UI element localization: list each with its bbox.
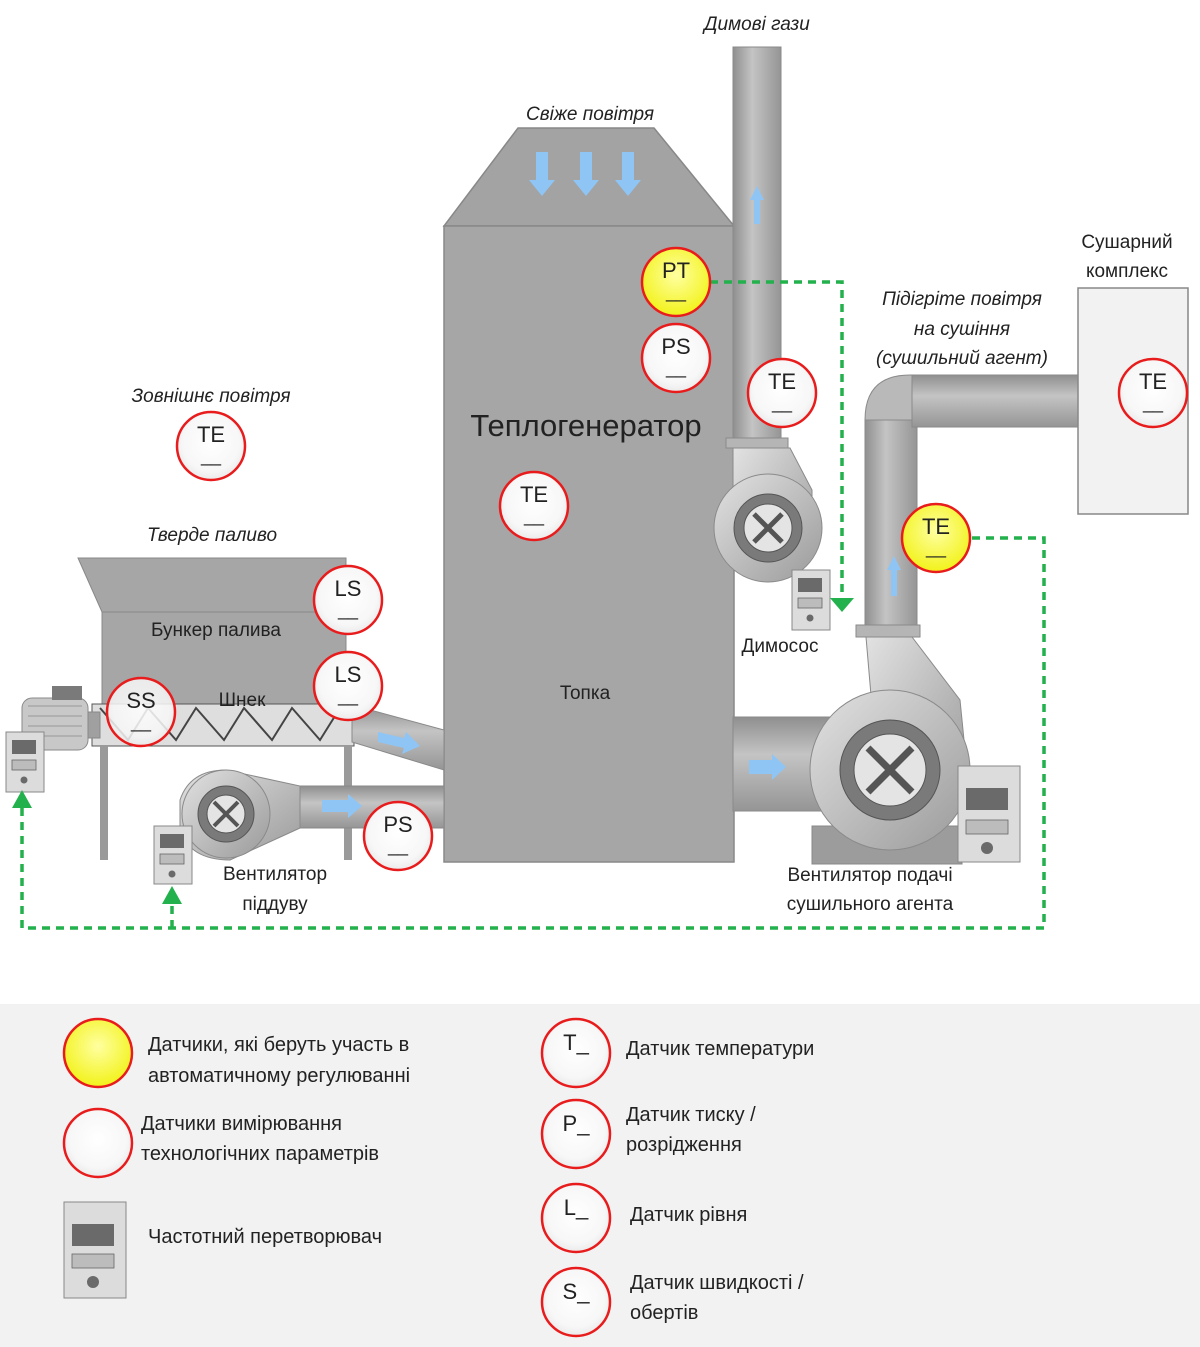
blower-flow-arrow xyxy=(322,794,362,818)
legend-s-desc-2: обертів xyxy=(630,1302,698,1324)
sensor-mark: __ xyxy=(523,506,545,527)
legend-t-code: T_ xyxy=(563,1030,589,1055)
sensor-tag: TE xyxy=(922,514,950,539)
dry-agent-duct xyxy=(855,374,1103,638)
legend-t-desc: Датчик температури xyxy=(626,1038,814,1060)
label-flue-gases: Димові гази xyxy=(702,14,810,35)
legend-p-code: P_ xyxy=(563,1111,591,1136)
label-blower-fan-2: піддуву xyxy=(242,894,308,915)
control-arrowheads xyxy=(12,598,854,904)
label-fuel-bunker: Бункер палива xyxy=(151,620,281,641)
label-blower-fan-1: Вентилятор xyxy=(223,864,327,885)
sensor-ss-auger: SS __ xyxy=(105,676,177,748)
label-heat-generator: Теплогенератор xyxy=(470,408,701,443)
label-solid-fuel: Тверде паливо xyxy=(147,525,277,546)
smoke-exhauster-fan xyxy=(713,447,823,583)
sensor-tag: PS xyxy=(383,812,412,837)
label-heated-air-3: (сушильний агент) xyxy=(876,348,1048,369)
label-heated-air-1: Підігріте повітря xyxy=(882,289,1042,310)
sensor-te-dryer: TE __ xyxy=(1117,357,1189,429)
sensor-ps-generator: PS __ xyxy=(640,322,712,394)
legend-p-sensor: P_ Датчик тиску / розрідження xyxy=(540,1098,756,1170)
legend-p-desc-1: Датчик тиску / xyxy=(626,1104,756,1126)
legend-l-desc: Датчик рівня xyxy=(630,1204,747,1226)
fuel-flow-arrow xyxy=(378,732,420,754)
legend-measure-sensor: Датчики вимірювання технологічних параме… xyxy=(62,1107,379,1179)
label-dryer-complex-2: комплекс xyxy=(1086,261,1168,282)
sensor-mark: __ xyxy=(387,836,409,857)
frequency-converter-exhauster xyxy=(791,569,831,631)
legend-frequency-converter: Частотний перетворювач xyxy=(63,1201,382,1299)
legend-s-code: S_ xyxy=(563,1279,591,1304)
sensor-mark: __ xyxy=(925,538,947,559)
sensor-tag: TE xyxy=(520,482,548,507)
sensor-te-dry-agent: TE __ xyxy=(900,502,972,574)
sensor-tag: SS xyxy=(126,688,155,713)
sensor-tag: PT xyxy=(662,258,690,283)
dry-agent-arrow xyxy=(887,556,901,596)
control-line-pt-to-exhauster xyxy=(710,280,844,600)
sensor-te-furnace: TE __ xyxy=(498,470,570,542)
label-dryer-complex-1: Сушарний xyxy=(1081,232,1172,253)
heat-generator xyxy=(442,127,736,863)
sensor-pt-chimney: PT __ xyxy=(640,246,712,318)
label-fresh-air: Свіже повітря xyxy=(526,104,654,125)
label-smoke-exhauster: Димосос xyxy=(742,636,819,657)
label-heated-air-2: на сушіння xyxy=(914,319,1010,340)
sensor-mark: __ xyxy=(130,712,152,733)
legend-s-sensor: S_ Датчик швидкості / обертів xyxy=(540,1266,804,1338)
sensor-mark: __ xyxy=(665,282,687,303)
sensor-tag: LS xyxy=(335,662,362,687)
legend-fc-label: Частотний перетворювач xyxy=(148,1226,382,1248)
sensor-tag: TE xyxy=(768,369,796,394)
sensor-tag: TE xyxy=(1139,369,1167,394)
dry-agent-fan xyxy=(732,636,971,865)
sensor-tag: PS xyxy=(661,334,690,359)
label-auger: Шнек xyxy=(219,690,266,711)
furnace-flow-arrow xyxy=(749,754,786,780)
label-dry-agent-fan-1: Вентилятор подачі xyxy=(787,865,952,886)
sensor-mark: __ xyxy=(337,686,359,707)
label-furnace: Топка xyxy=(560,683,611,704)
sensor-ls-lower: LS __ xyxy=(312,650,384,722)
control-line-te-to-blower-auger xyxy=(20,536,1046,930)
flue-gas-arrow xyxy=(750,186,764,224)
sensor-mark: __ xyxy=(200,446,222,467)
fuel-bunker xyxy=(77,557,347,705)
label-outside-air: Зовнішнє повітря xyxy=(131,386,290,407)
sensor-te-outside: TE __ xyxy=(175,410,247,482)
legend-measure-line2: технологічних параметрів xyxy=(141,1143,379,1165)
sensor-te-chimney: TE __ xyxy=(746,357,818,429)
legend-l-sensor: L_ Датчик рівня xyxy=(540,1182,747,1254)
frequency-converter-blower xyxy=(153,825,193,885)
frequency-converter-auger xyxy=(5,731,45,793)
sensor-tag: LS xyxy=(335,576,362,601)
legend: Датчики, які беруть участь в автоматично… xyxy=(0,1004,1200,1347)
sensor-ps-blower: PS __ xyxy=(362,800,434,872)
sensor-mark: __ xyxy=(665,358,687,379)
legend-s-desc-1: Датчик швидкості / xyxy=(630,1272,804,1294)
sensor-mark: __ xyxy=(771,393,793,414)
sensor-mark: __ xyxy=(1142,393,1164,414)
legend-t-sensor: T_ Датчик температури xyxy=(540,1017,814,1089)
legend-active-sensor: Датчики, які беруть участь в автоматично… xyxy=(62,1017,410,1089)
legend-p-desc-2: розрідження xyxy=(626,1134,742,1156)
legend-active-line2: автоматичному регулюванні xyxy=(148,1065,410,1087)
fresh-air-arrows xyxy=(529,152,641,196)
sensor-ls-upper: LS __ xyxy=(312,564,384,636)
label-dry-agent-fan-2: сушильного агента xyxy=(787,894,954,915)
sensor-mark: __ xyxy=(337,600,359,621)
frequency-converter-dry-agent xyxy=(957,765,1021,863)
sensor-tag: TE xyxy=(197,422,225,447)
legend-measure-line1: Датчики вимірювання xyxy=(141,1113,342,1135)
legend-l-code: L_ xyxy=(564,1195,589,1220)
legend-active-line1: Датчики, які беруть участь в xyxy=(148,1034,409,1056)
